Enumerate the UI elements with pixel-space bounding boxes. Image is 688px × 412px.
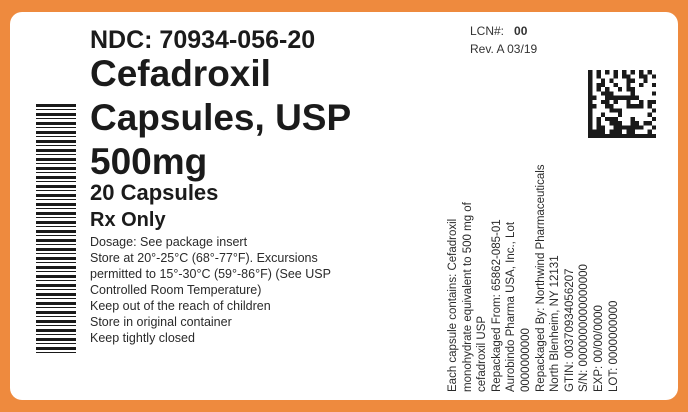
- drug-strength: 500mg: [90, 141, 208, 182]
- info-line: Keep out of the reach of children: [90, 299, 271, 313]
- capsule-quantity: 20 Capsules: [90, 180, 219, 205]
- vertical-line: monohydrate equivalent to 500 mg of: [461, 202, 474, 392]
- datamatrix-code: [588, 70, 656, 138]
- vertical-line: Each capsule contains: Cefadroxil: [447, 218, 459, 392]
- vertical-line: North Blenheim, NY 12131: [549, 255, 562, 392]
- lcn-label: LCN#:: [470, 24, 505, 38]
- info-line: Controlled Room Temperature): [90, 283, 262, 297]
- info-line: Dosage: See package insert: [90, 235, 248, 249]
- vertical-line: GTIN: 00370934056207: [563, 268, 576, 392]
- linear-barcode: [36, 104, 76, 354]
- drug-name-line-1: Cefadroxil: [90, 53, 271, 94]
- storage-info: Dosage: See package insert Store at 20°-…: [90, 234, 331, 346]
- vertical-line: S/N: 0000000000000000: [578, 264, 591, 392]
- info-line: Store in original container: [90, 315, 232, 329]
- vertical-info: Each capsule contains: Cefadroxil monohy…: [446, 72, 621, 392]
- lcn: LCN#: 00: [470, 24, 527, 38]
- vertical-line: EXP: 00/00/0000: [592, 305, 605, 392]
- drug-label: NDC: 70934-056-20 Cefadroxil Capsules, U…: [10, 12, 678, 400]
- drug-name: Cefadroxil Capsules, USP 500mg: [90, 52, 351, 184]
- vertical-line: LOT: 0000000000: [607, 300, 620, 392]
- vertical-line: cefadroxil USP: [476, 315, 489, 392]
- revision: Rev. A 03/19: [470, 42, 538, 56]
- vertical-line: Repackaged By: Northwind Pharmaceuticals: [534, 164, 547, 392]
- info-line: permitted to 15°-30°C (59°-86°F) (See US…: [90, 267, 331, 281]
- info-line: Store at 20°-25°C (68°-77°F). Excursions: [90, 251, 318, 265]
- vertical-line: Aurobindo Pharma USA, Inc., Lot: [505, 221, 518, 392]
- drug-name-line-2: Capsules, USP: [90, 97, 352, 138]
- lcn-value: 00: [514, 24, 528, 38]
- info-line: Keep tightly closed: [90, 331, 195, 345]
- vertical-line: Repackaged From: 65862-085-01: [490, 219, 503, 392]
- vertical-line: 0000000000: [519, 328, 532, 392]
- ndc-number: NDC: 70934-056-20: [90, 26, 316, 54]
- rx-only: Rx Only: [90, 209, 166, 231]
